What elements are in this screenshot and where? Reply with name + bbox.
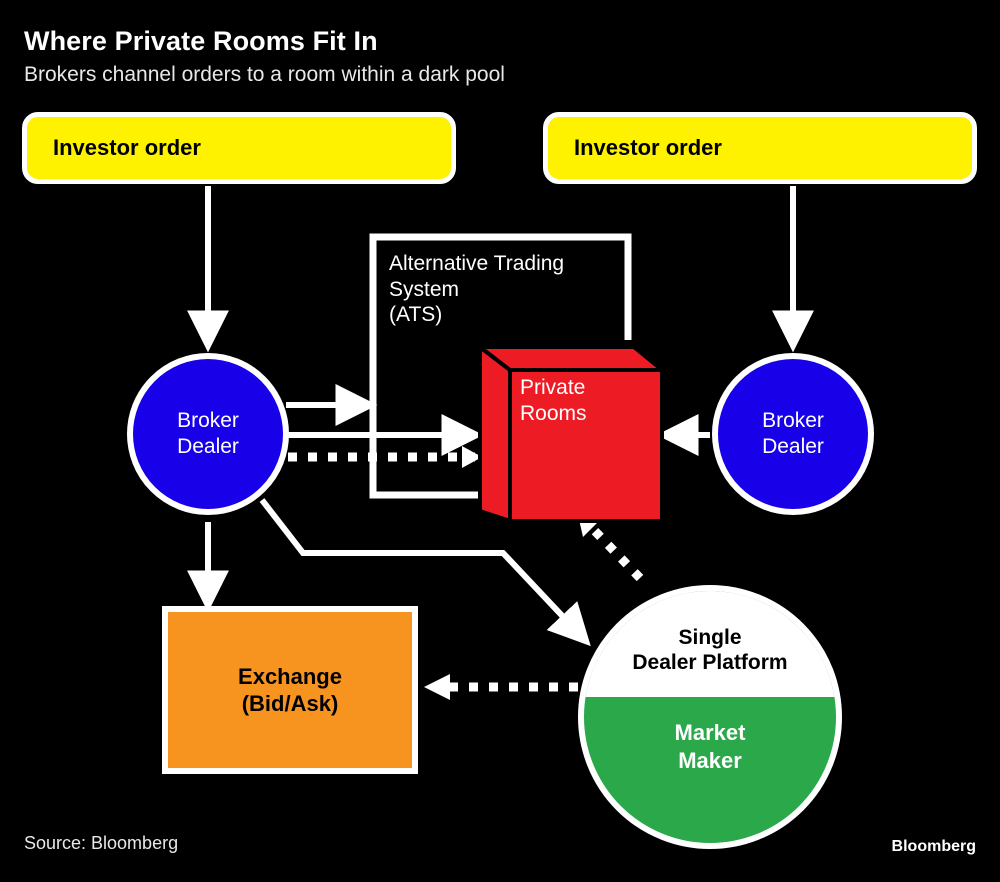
broker-dealer-right-line-1: Broker bbox=[762, 409, 824, 433]
market-maker-label: Market Maker bbox=[584, 719, 836, 774]
sdp-line-2: Dealer Platform bbox=[632, 651, 788, 674]
private-rooms-label: Private Rooms bbox=[520, 375, 587, 426]
edge-sdp-to-exchange-arrowhead bbox=[424, 674, 450, 700]
market-maker-line-2: Maker bbox=[678, 747, 742, 773]
edge-broker-left-to-private-rooms-dotted-arrowhead bbox=[462, 446, 482, 468]
source-credit: Source: Bloomberg bbox=[24, 833, 179, 853]
edge-sdp-to-private-rooms-arrowhead bbox=[578, 515, 600, 537]
market-maker-line-1: Market bbox=[674, 720, 746, 745]
investor-order-right-box[interactable]: Investor order bbox=[543, 112, 977, 184]
ats-line-3: (ATS) bbox=[389, 303, 443, 327]
ats-line-2: System bbox=[389, 277, 460, 301]
page-title: Where Private Rooms Fit In bbox=[24, 26, 378, 56]
private-rooms-line-1: Private bbox=[520, 376, 586, 399]
investor-order-left-box[interactable]: Investor order bbox=[22, 112, 456, 184]
private-rooms-line-2: Rooms bbox=[520, 401, 587, 425]
edge-sdp-to-private-rooms-dotted bbox=[588, 524, 644, 582]
investor-order-left-label: Investor order bbox=[53, 135, 201, 160]
broker-dealer-right-line-2: Dealer bbox=[762, 435, 824, 458]
ats-line-1: Alternative Trading bbox=[389, 252, 565, 275]
bloomberg-logo: Bloomberg bbox=[891, 838, 976, 855]
single-dealer-platform-node[interactable]: Single Dealer Platform Market Maker bbox=[578, 585, 842, 849]
page-subtitle: Brokers channel orders to a room within … bbox=[24, 63, 505, 86]
sdp-line-1: Single bbox=[678, 625, 742, 649]
broker-dealer-left-line-1: Broker bbox=[177, 409, 239, 433]
broker-dealer-left-line-2: Dealer bbox=[177, 435, 239, 458]
single-dealer-platform-circle: Single Dealer Platform Market Maker bbox=[578, 585, 842, 849]
broker-dealer-right[interactable]: Broker Dealer bbox=[712, 353, 874, 515]
broker-dealer-left[interactable]: Broker Dealer bbox=[127, 353, 289, 515]
exchange-line-1: Exchange bbox=[238, 663, 342, 689]
private-rooms-cube-left-face bbox=[478, 342, 512, 524]
exchange-line-2: (Bid/Ask) bbox=[241, 691, 339, 716]
single-dealer-platform-cap: Single Dealer Platform bbox=[584, 591, 836, 697]
ats-label: Alternative Trading System (ATS) bbox=[389, 251, 619, 328]
private-rooms-cube-top-face bbox=[474, 345, 668, 372]
investor-order-right-label: Investor order bbox=[574, 135, 722, 160]
exchange-box[interactable]: Exchange (Bid/Ask) bbox=[162, 606, 418, 774]
